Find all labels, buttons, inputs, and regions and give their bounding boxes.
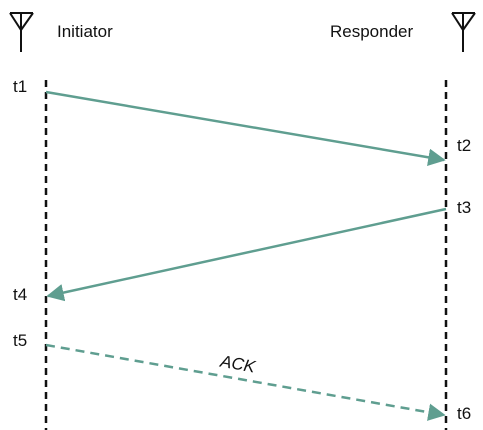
timestamp-t2: t2 (457, 136, 471, 155)
responder-label: Responder (330, 22, 414, 41)
timestamp-t3: t3 (457, 198, 471, 217)
message-arrow-t3-t4 (46, 207, 447, 302)
antenna-icon (451, 12, 476, 52)
timestamp-t1: t1 (13, 77, 27, 96)
timestamp-t4: t4 (13, 285, 27, 304)
timestamp-t5: t5 (13, 331, 27, 350)
ack-label: ACK (218, 352, 257, 377)
initiator-label: Initiator (57, 22, 113, 41)
message-arrow-t1-t2 (45, 90, 446, 166)
timestamp-t6: t6 (457, 404, 471, 423)
ack-arrow-t5-t6 (45, 343, 446, 421)
antenna-icon (9, 12, 34, 52)
